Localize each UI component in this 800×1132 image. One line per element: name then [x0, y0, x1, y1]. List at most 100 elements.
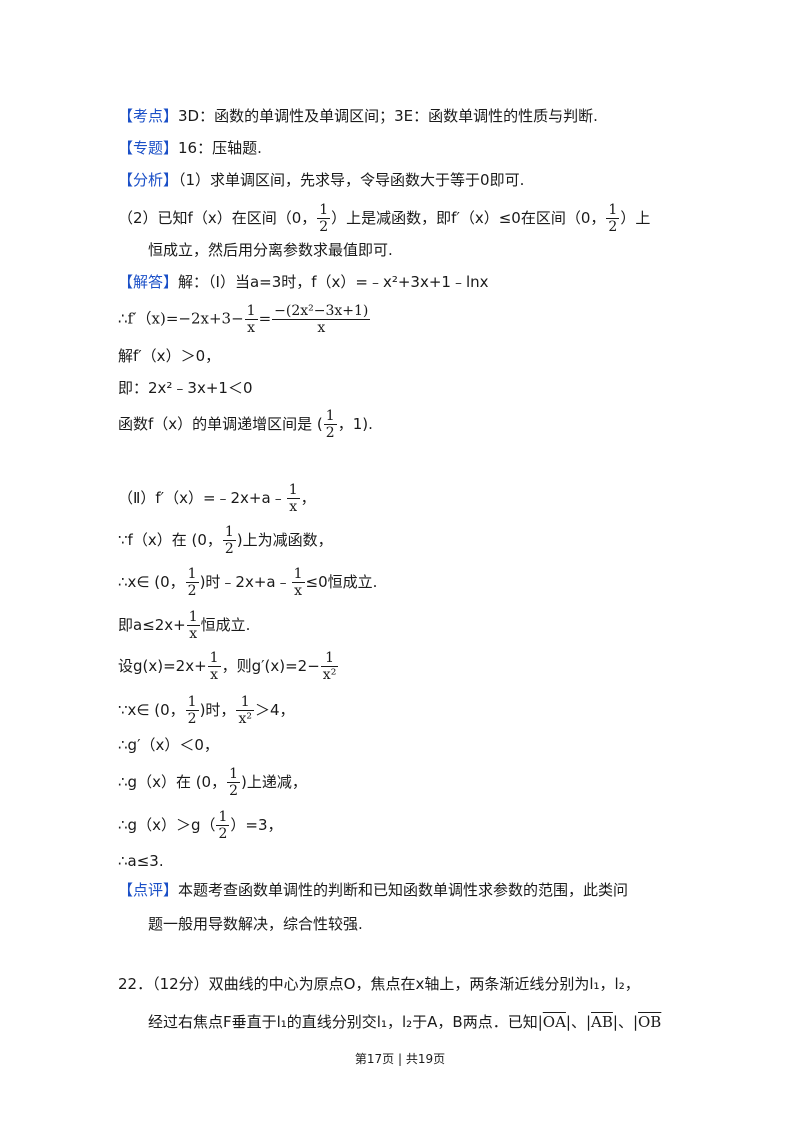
jieda-text-1: 解：（Ⅰ）当a=3时，f（x）=﹣x²+3x+1﹣lnx	[178, 273, 489, 291]
part2-text-6b: )时，	[199, 701, 236, 719]
jieda-text-3: 解f′（x）＞0，	[118, 347, 221, 365]
frac-num: 1	[227, 766, 241, 783]
frac-den: 2	[218, 826, 228, 842]
frac-num: 1	[236, 694, 254, 711]
kaodian-tag: 【考点】	[118, 107, 179, 125]
frac-den: 2	[187, 711, 197, 727]
fenxi-text-2a: （2）已知f（x）在区间（0，	[118, 209, 317, 227]
part2-text-4a: 即a≤2x+	[118, 616, 186, 634]
zhuanti-text: 16：压轴题.	[178, 139, 262, 157]
question-22-line-2: 经过右焦点F垂直于l₁的直线分别交l₁，l₂于A，B两点．已知|OA|、|AB|…	[148, 1012, 661, 1032]
jieda-text-2b: =	[258, 309, 272, 328]
fenxi-text-1: （1）求单调区间，先求导，令导函数大于等于0即可.	[178, 171, 525, 189]
frac-num: 1	[185, 566, 199, 583]
question-22-text-2a: 经过右焦点F垂直于l₁的直线分别交l₁，l₂于A，B两点．已知|	[148, 1013, 543, 1031]
jieda-text-4: 即：2x²﹣3x+1＜0	[118, 379, 253, 397]
question-22-line-1: 22．（12分）双曲线的中心为原点O，焦点在x轴上，两条渐近线分别为l₁，l₂，	[118, 974, 640, 994]
frac-num: 1	[216, 809, 230, 826]
dianping-text-1: 本题考查函数单调性的判断和已知函数单调性求参数的范围，此类问	[178, 881, 629, 899]
jieda-text-5b: ，1).	[337, 415, 373, 433]
frac-num: 1	[291, 566, 305, 583]
frac-num: 1	[606, 202, 620, 219]
part2-text-4b: 恒成立.	[200, 616, 251, 634]
jieda-text-5a: 函数f（x）的单调递增区间是 (	[118, 415, 323, 433]
frac-den: 2	[187, 583, 197, 599]
zhuanti-tag: 【专题】	[118, 139, 179, 157]
part2-text-6c: ＞4，	[254, 701, 295, 719]
frac-num: 1	[317, 202, 331, 219]
vector-ab: AB	[591, 1013, 613, 1031]
jieda-line-4: 即：2x²﹣3x+1＜0	[118, 378, 253, 398]
part2-text-3b: )时﹣2x+a﹣	[199, 573, 291, 591]
jieda-tag: 【解答】	[118, 273, 179, 291]
part2-line-7: ∴g′（x）＜0，	[118, 735, 219, 755]
frac-den: 2	[319, 219, 329, 235]
separator: |、|	[612, 1013, 638, 1031]
part2-text-5a: 设g(x)=2x+	[118, 657, 207, 675]
part2-text-9b: ）=3，	[230, 816, 283, 834]
frac-num: 1	[207, 650, 221, 667]
frac-den: 2	[224, 541, 234, 557]
part2-text-1a: （Ⅱ）f′（x）=﹣2x+a﹣	[118, 489, 286, 507]
frac-den: x	[294, 583, 303, 599]
frac-num: 1	[186, 609, 200, 626]
part2-text-3c: ≤0恒成立.	[305, 573, 378, 591]
kaodian-line: 【考点】3D：函数的单调性及单调区间；3E：函数单调性的性质与判断.	[118, 106, 598, 126]
fenxi-text-2c: ）上	[620, 209, 651, 227]
jieda-text-2a: ∴f′（x)=−2x+3−	[118, 309, 244, 328]
frac-den: 2	[229, 783, 239, 799]
frac-den: 2	[325, 425, 335, 441]
fraction: −(2x²−3x+1)x	[272, 303, 371, 336]
frac-num: 1	[323, 408, 337, 425]
frac-den: x	[289, 499, 298, 515]
jieda-line-3: 解f′（x）＞0，	[118, 346, 220, 366]
part2-text-2b: )上为减函数，	[236, 531, 333, 549]
part2-text-3a: ∴x∈ (0，	[118, 573, 185, 591]
part2-text-2a: ∵f（x）在 (0，	[118, 531, 222, 549]
vector-oa: OA	[542, 1013, 566, 1031]
frac-num: 1	[286, 482, 300, 499]
part2-text-5b: ，则g′(x)=2−	[221, 657, 320, 675]
frac-num: 1	[320, 650, 339, 667]
fenxi-line-1: 【分析】（1）求单调区间，先求导，令导函数大于等于0即可.	[118, 170, 524, 190]
frac-den: x²	[322, 667, 337, 683]
part2-text-10: ∴a≤3.	[118, 852, 164, 870]
frac-den: x	[210, 667, 219, 683]
frac-num: 1	[185, 694, 199, 711]
frac-den: x²	[238, 711, 252, 727]
dianping-line-2: 题一般用导数解决，综合性较强.	[148, 914, 363, 934]
part2-text-9a: ∴g（x）＞g（	[118, 816, 216, 834]
dianping-line-1: 【点评】本题考查函数单调性的判断和已知函数单调性求参数的范围，此类问	[118, 880, 628, 900]
kaodian-text: 3D：函数的单调性及单调区间；3E：函数单调性的性质与判断.	[178, 107, 598, 125]
part2-text-6a: ∵x∈ (0，	[118, 701, 185, 719]
fenxi-line-3: 恒成立，然后用分离参数求最值即可.	[148, 240, 393, 260]
part2-text-1b: ，	[300, 489, 316, 507]
jieda-line-1: 【解答】解：（Ⅰ）当a=3时，f（x）=﹣x²+3x+1﹣lnx	[118, 272, 489, 292]
part2-line-10: ∴a≤3.	[118, 851, 164, 871]
frac-num: 1	[222, 524, 236, 541]
part2-text-8a: ∴g（x）在 (0，	[118, 773, 227, 791]
part2-text-7: ∴g′（x）＜0，	[118, 736, 219, 754]
